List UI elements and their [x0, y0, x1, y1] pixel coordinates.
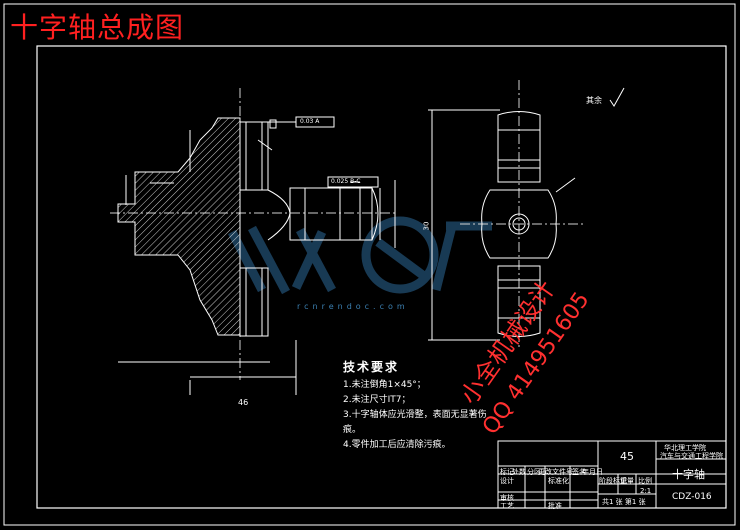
title-block-row-label: 批准: [548, 502, 562, 510]
tech-item: 3.十字轴体应光滑整，表面无显著伤: [343, 410, 487, 420]
inner-frame: [36, 45, 727, 509]
title-block-stage-label: 重量: [620, 477, 634, 485]
tech-item: 痕。: [343, 425, 362, 435]
title-block-stage-label: 比例: [638, 477, 652, 485]
dimension-bottom-width: 46: [238, 398, 249, 407]
left-section-view: [110, 88, 396, 395]
title-block-row-label: 审核: [500, 494, 514, 502]
right-front-view: [428, 80, 625, 350]
title-block-drawing-no: CDZ-016: [672, 492, 712, 502]
title-block-scale: 2:1: [640, 487, 652, 495]
title-block-sheet: 共1 张 第1 张: [602, 498, 646, 506]
drawing-title-overlay: 十字轴总成图: [10, 11, 185, 44]
title-block-row-label: 处数: [512, 468, 526, 476]
title-block-row-label: 年月日: [582, 468, 603, 476]
watermark-url: rcnrendoc.com: [297, 302, 409, 311]
title-block-row-label: 标准化: [548, 477, 569, 485]
title-block-school-2: 汽车与交通工程学院: [660, 452, 723, 460]
watermark-logo: [228, 216, 492, 295]
title-block-row-label: 签名: [572, 468, 586, 476]
technical-requirements: 技术要求 1.未注倒角1×45°； 2.未注尺寸IT7； 3.十字轴体应光滑整，…: [343, 360, 487, 453]
tolerance-frame-1: 0.03 A: [300, 118, 320, 125]
outer-frame: [3, 3, 736, 526]
tech-item: 4.零件加工后应清除污痕。: [343, 440, 451, 450]
title-block-row-label: 标记: [500, 468, 514, 476]
title-block-row-label: 设计: [500, 477, 514, 485]
title-block-part-name: 十字轴: [672, 468, 705, 481]
title-block-row-label: 更改文件号: [538, 468, 573, 476]
tech-heading: 技术要求: [343, 360, 400, 374]
title-block: [497, 440, 727, 509]
tech-item: 1.未注倒角1×45°；: [343, 380, 426, 390]
surface-finish-note: 其余: [586, 96, 602, 105]
tech-item: 2.未注尺寸IT7；: [343, 395, 411, 405]
title-block-row-label: 分区: [527, 468, 541, 476]
dimension-right-height: 30: [422, 221, 431, 231]
tolerance-frame-2: 0.025 B-C: [331, 178, 361, 185]
title-block-school-1: 华北理工学院: [664, 444, 706, 452]
title-block-stage-label: 阶段标记: [599, 477, 627, 485]
title-block-material: 45: [620, 450, 634, 463]
title-block-row-label: 工艺: [500, 502, 514, 510]
